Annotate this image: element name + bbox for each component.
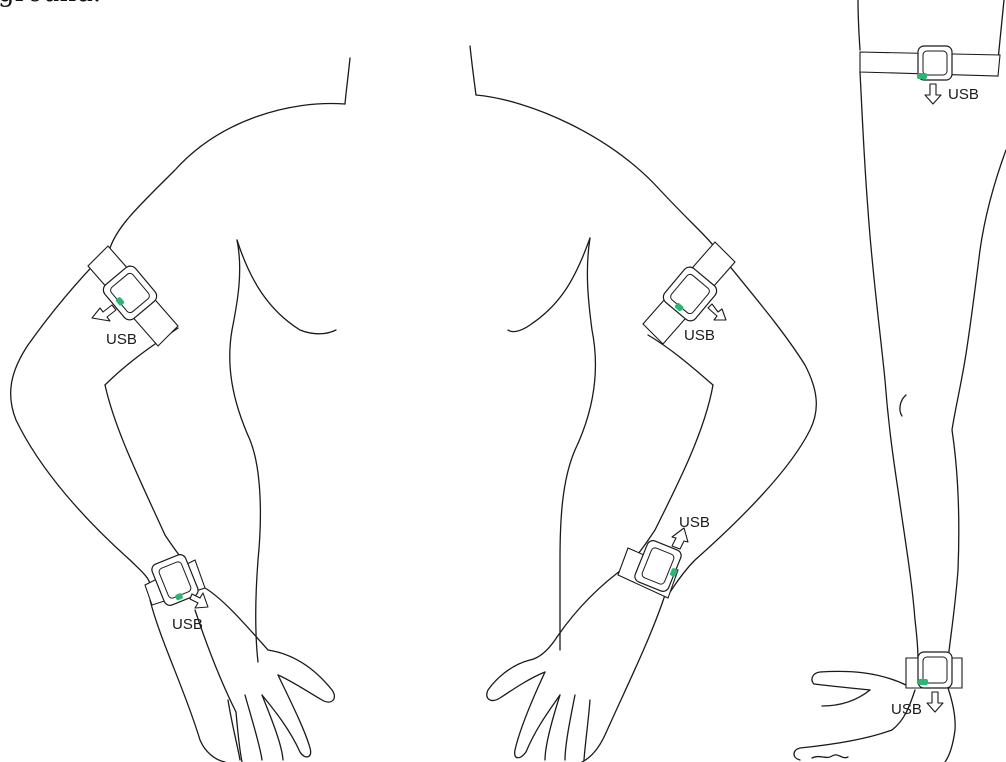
sensor-left-wrist: USB (145, 553, 208, 633)
usb-label: USB (891, 701, 922, 718)
sensor-right-wrist: USB (618, 514, 710, 598)
usb-arrow-icon (92, 305, 116, 321)
sensor-right-upper-arm: USB (643, 242, 735, 344)
left-arm-figure (11, 58, 350, 762)
usb-arrow-icon (927, 692, 943, 712)
right-arm-figure (470, 46, 816, 762)
sensor-thigh: USB (860, 46, 1000, 104)
usb-port (917, 73, 927, 79)
usb-arrow-icon (925, 84, 941, 104)
usb-arrow-icon (672, 528, 688, 549)
usb-label: USB (679, 514, 710, 531)
usb-label: USB (172, 616, 203, 633)
usb-label: USB (106, 331, 137, 348)
usb-arrow-icon (190, 593, 208, 608)
usb-port (918, 679, 928, 685)
usb-label: USB (684, 327, 715, 344)
leg-figure (794, 0, 1006, 762)
usb-arrow-icon (708, 304, 726, 320)
sensor-left-upper-arm: USB (88, 246, 178, 348)
sensor-ankle: USB (891, 652, 962, 718)
usb-label: USB (948, 86, 979, 103)
